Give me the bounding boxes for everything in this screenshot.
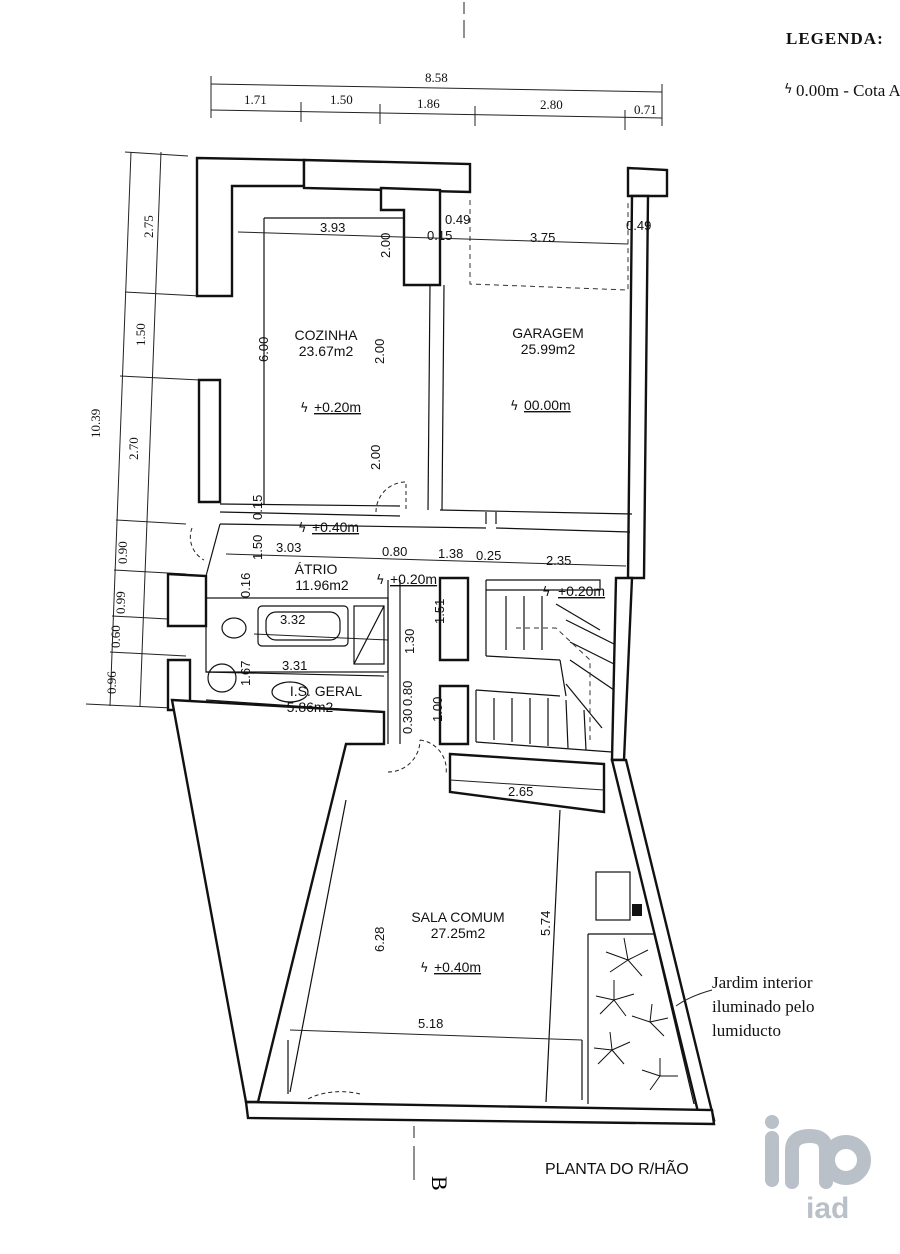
dim-corridor-3: 2.00 [368,445,383,470]
dim-garagem-pier-b: 0.49 [626,218,651,233]
room-atrio-name: ÁTRIO [295,561,338,577]
dim-wc-332: 3.32 [280,612,305,627]
dim-total-width: 8.58 [425,70,448,85]
dim-atrio-150: 1.50 [250,535,265,560]
dim-wc-331: 3.31 [282,658,307,673]
room-cozinha-level: +0.20m [314,399,361,415]
dim-left-6: 0.60 [108,625,123,648]
level-passage-icon: ϟ [298,521,307,536]
room-atrio-area: 11.96m2 [295,577,349,593]
dim-cozinha-depth: 6.00 [256,337,271,362]
dim-sala-574: 5.74 [538,911,553,936]
dim-left-4: 0.90 [115,541,130,564]
dim-wall-015-top: 0.15 [427,228,452,243]
staircase [475,579,615,753]
dim-atrio-080: 0.80 [382,544,407,559]
dim-sala-628: 6.28 [372,927,387,952]
dim-left-5: 0.99 [113,591,128,614]
level-cozinha-icon: ϟ [300,401,309,416]
legend-title: LEGENDA: [786,29,884,48]
dim-wall-025: 0.25 [476,548,501,563]
sanitary-fixtures [207,605,385,703]
dim-left-1: 2.75 [141,215,156,238]
legend-level-entry: 0.00m - Cota A [796,81,900,100]
interior-lines [205,200,713,1105]
garden-note-line-1: Jardim interior [712,973,813,992]
drawing-title: PLANTA DO R/HÃO [545,1158,689,1178]
room-is-geral-area: 5.86m2 [287,699,334,715]
dim-garagem-width: 3.75 [530,230,555,245]
dim-top-4: 2.80 [540,97,563,112]
dim-left-3: 2.70 [126,437,141,460]
level-sala-icon: ϟ [420,961,429,976]
dim-wc-016: 0.16 [238,573,253,598]
dim-sala-518: 5.18 [418,1016,443,1031]
dim-sala-265: 2.65 [508,784,533,799]
room-cozinha-name: COZINHA [295,327,359,343]
dim-corridor-2: 2.00 [372,339,387,364]
garden-note-line-2: iluminado pelo [712,997,814,1016]
exterior-walls [166,156,716,1126]
dim-atrio-138: 1.38 [438,546,463,561]
room-atrio-level: +0.20m [390,571,437,587]
passage-level: +0.40m [312,519,359,535]
dim-top-2: 1.50 [330,92,353,107]
room-garagem-name: GARAGEM [512,325,584,341]
dim-hall-030: 0.30 [400,709,415,734]
dim-hall-130: 1.30 [402,629,417,654]
room-garagem-level: 00.00m [524,397,571,413]
room-sala-comum-level: +0.40m [434,959,481,975]
dim-hall-080: 0.80 [400,681,415,706]
dim-atrio-303: 3.03 [276,540,301,555]
dim-wc-167: 1.67 [238,661,253,686]
dim-garagem-pier-a: 0.49 [445,212,470,227]
dim-top-5: 0.71 [634,102,657,117]
dim-left-7: 0.96 [104,671,119,694]
level-stairs-icon: ϟ [542,585,551,600]
dim-total-depth: 10.39 [88,409,103,438]
door-swings [189,481,447,1101]
dimension-chain-left [85,151,201,709]
room-sala-comum-area: 27.25m2 [431,925,486,941]
dim-hall-151: 1.51 [432,599,447,624]
iad-logo-icon [765,1128,871,1189]
level-atrio-icon: ϟ [376,573,385,588]
dim-corridor-1: 2.00 [378,233,393,258]
dim-hall-100: 1.00 [430,697,445,722]
room-garagem-area: 25.99m2 [521,341,576,357]
room-sala-comum-name: SALA COMUM [411,909,504,925]
stairs-level: +0.20m [558,583,605,599]
dim-cozinha-width: 3.93 [320,220,345,235]
level-garagem-icon: ϟ [510,399,519,414]
watermark-text: iad [806,1192,849,1225]
dim-top-1: 1.71 [244,92,267,107]
level-symbol-icon: ϟ [784,82,793,97]
dim-atrio-235: 2.35 [546,553,571,568]
room-is-geral-name: I.S. GERAL [290,683,363,699]
garden-plants-icon [593,937,678,1091]
dim-wall-015-atrio: 0.15 [250,495,265,520]
dim-top-3: 1.86 [417,96,440,111]
dim-left-2: 1.50 [133,323,148,346]
section-mark-label: B [427,1176,452,1191]
room-cozinha-area: 23.67m2 [299,343,354,359]
logo-dot [765,1115,779,1129]
dimension-chain-top [210,76,663,130]
garden-note-line-3: lumiducto [712,1021,781,1040]
